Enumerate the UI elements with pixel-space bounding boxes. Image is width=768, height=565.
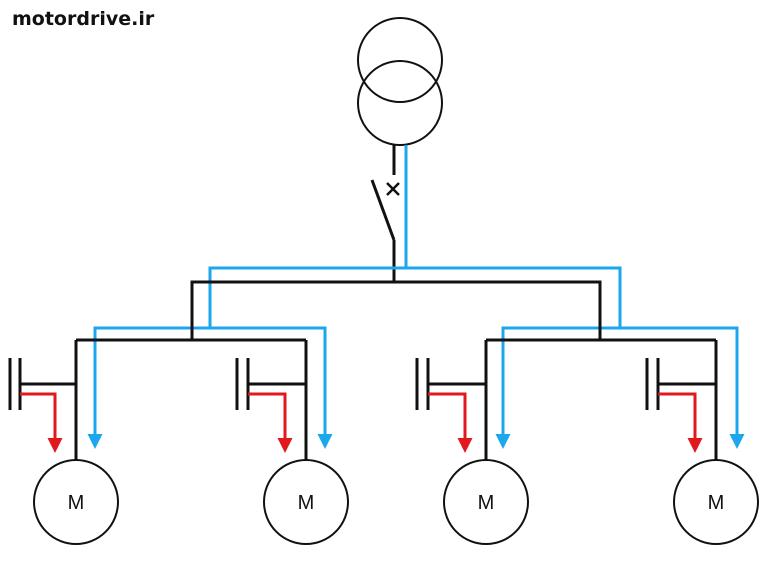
transformer — [357, 17, 443, 146]
capacitor-bank-1 — [8, 358, 76, 410]
red-current-path — [20, 392, 703, 453]
distribution-bus — [74, 280, 718, 460]
motor-1-label: M — [68, 492, 85, 514]
capacitor-bank-2 — [235, 358, 306, 410]
motor-3: M — [443, 459, 529, 545]
motor-2-label: M — [298, 492, 315, 514]
motor-1: M — [33, 459, 119, 545]
motor-4: M — [673, 459, 759, 545]
motor-4-label: M — [708, 492, 725, 514]
main-feeder — [370, 145, 400, 282]
motor-3-label: M — [478, 492, 495, 514]
capacitor-bank-4 — [645, 358, 716, 410]
breaker-x-mark — [386, 182, 400, 196]
motor-2: M — [263, 459, 349, 545]
blue-current-path — [87, 145, 745, 449]
capacitor-bank-3 — [415, 358, 486, 410]
transformer-primary-winding — [357, 17, 443, 103]
circuit-breaker — [370, 179, 396, 241]
watermark-logo: motordrive.ir — [12, 8, 155, 30]
transformer-secondary-winding — [357, 60, 443, 146]
